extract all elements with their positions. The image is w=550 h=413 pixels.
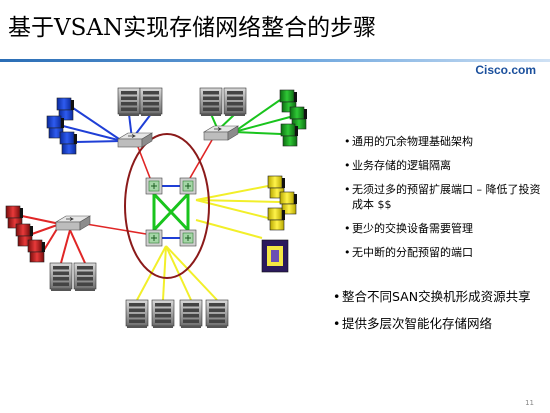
fabric-switch-green xyxy=(202,125,240,141)
link xyxy=(233,116,291,133)
server-yellow xyxy=(267,207,285,231)
server-green xyxy=(280,123,298,147)
bullet-item: 无中断的分配预留的端口 xyxy=(344,245,542,260)
slide-title: 基于VSAN实现存储网络整合的步骤 xyxy=(8,15,377,41)
page-number: 11 xyxy=(525,399,534,407)
bullet-list-benefits: 整合不同SAN交换机形成资源共享 提供多层次智能化存储网络 xyxy=(333,288,548,342)
link xyxy=(62,125,123,142)
link xyxy=(31,223,61,235)
server-blue xyxy=(56,97,74,121)
storage-array xyxy=(179,299,203,328)
bullet-item: 业务存储的逻辑隔离 xyxy=(344,158,542,173)
storage-array xyxy=(73,262,97,291)
link xyxy=(165,245,218,301)
storage-array xyxy=(139,87,163,116)
bullet-list-features: 通用的冗余物理基础架构 业务存储的逻辑隔离 无须过多的预留扩展端口 – 降低了投… xyxy=(344,134,542,269)
storage-array xyxy=(117,87,141,116)
link xyxy=(189,139,213,179)
link xyxy=(85,223,147,235)
storage-array xyxy=(49,262,73,291)
link xyxy=(75,140,123,143)
fabric-switch-blue xyxy=(116,132,154,148)
link xyxy=(195,199,281,203)
link xyxy=(60,229,71,264)
title-underline xyxy=(0,59,550,62)
link xyxy=(162,245,167,301)
fabric-switch-red xyxy=(54,215,92,231)
nodes-layer xyxy=(5,87,307,328)
link xyxy=(72,107,123,142)
bullet-item: 更少的交换设备需要管理 xyxy=(344,221,542,236)
server-red xyxy=(15,223,33,247)
link xyxy=(21,215,61,225)
link xyxy=(195,199,269,219)
storage-array xyxy=(125,299,149,328)
server-yellow xyxy=(267,175,285,199)
bullet-item: 无须过多的预留扩展端口 – 降低了投资成本 $$ xyxy=(344,182,542,212)
link xyxy=(69,229,86,264)
storage-array xyxy=(223,87,247,116)
storage-array xyxy=(151,299,175,328)
bullet-item: 提供多层次智能化存储网络 xyxy=(333,315,548,332)
server-blue xyxy=(59,131,77,155)
server-green xyxy=(289,106,307,130)
link xyxy=(233,131,282,135)
core-switch xyxy=(145,229,163,247)
link xyxy=(152,192,190,232)
server-red xyxy=(27,239,45,263)
core-vsan-ellipse xyxy=(124,133,210,279)
storage-array xyxy=(205,299,229,328)
server-red xyxy=(5,205,23,229)
storage-array xyxy=(199,87,223,116)
core-switch xyxy=(179,177,197,195)
core-switch xyxy=(179,229,197,247)
server-blue xyxy=(46,115,64,139)
bullet-item: 整合不同SAN交换机形成资源共享 xyxy=(333,288,548,305)
core-switch xyxy=(145,177,163,195)
link xyxy=(165,245,192,301)
tape-library xyxy=(261,239,289,273)
link xyxy=(233,99,281,133)
bullet-item: 通用的冗余物理基础架构 xyxy=(344,134,542,149)
brand-logo-text: Cisco.com xyxy=(475,63,536,77)
